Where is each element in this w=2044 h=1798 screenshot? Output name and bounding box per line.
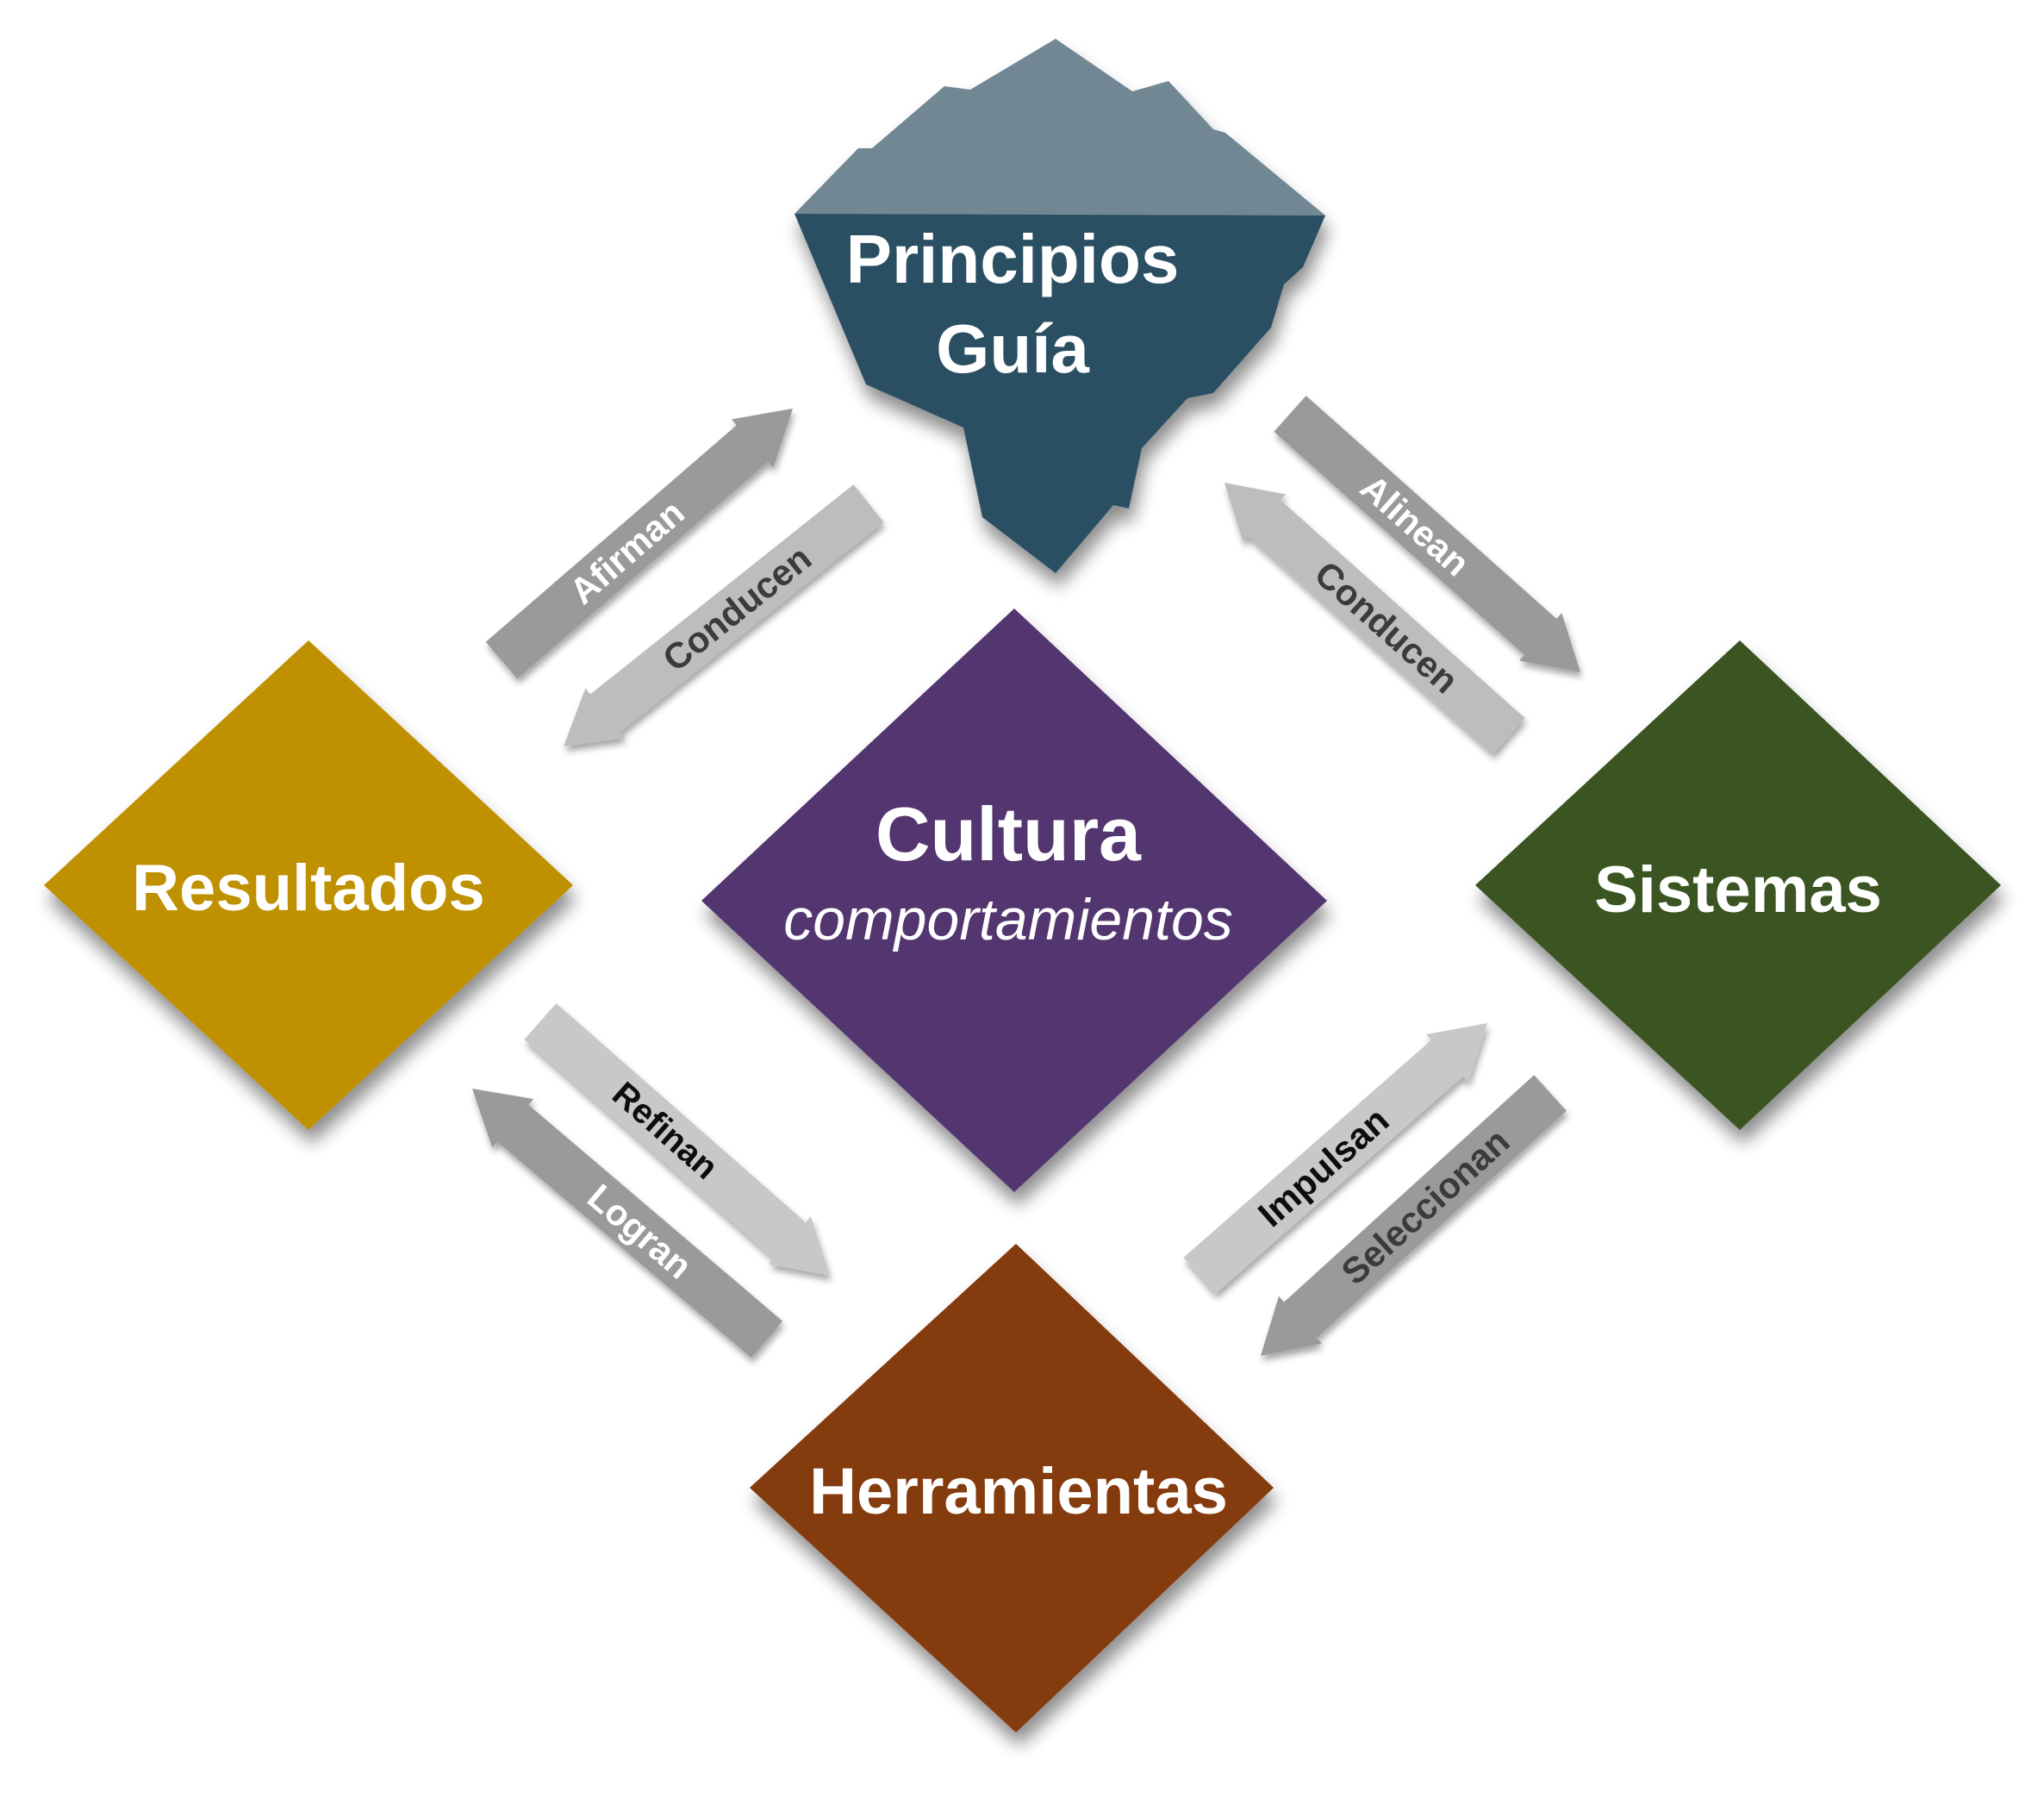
systems-label: Sistemas bbox=[1594, 853, 1882, 927]
arrow-conducen-left: Conducen bbox=[564, 484, 884, 746]
arrow-afirman: Afirman bbox=[485, 409, 793, 679]
culture-subtitle: comportamientos bbox=[783, 887, 1233, 952]
tools-label: Herramientas bbox=[809, 1455, 1228, 1528]
arrow-shape bbox=[1261, 1075, 1567, 1356]
arrow-label: Afirman bbox=[562, 492, 692, 612]
principles-title-line2: Guía bbox=[936, 310, 1089, 387]
systems-diamond bbox=[1475, 640, 2001, 1130]
tools-diamond bbox=[750, 1244, 1274, 1732]
iceberg-top-icon bbox=[795, 39, 1325, 215]
arrow-label: Logran bbox=[580, 1177, 700, 1287]
arrow-shape bbox=[1183, 1023, 1487, 1294]
results-node: Resultados bbox=[44, 640, 573, 1130]
culture-diamond bbox=[701, 609, 1327, 1192]
systems-node: Sistemas bbox=[1475, 640, 2001, 1130]
arrow-shape bbox=[564, 484, 884, 746]
arrow-shape bbox=[1274, 396, 1580, 672]
arrow-shape bbox=[524, 1003, 830, 1276]
arrow-label: Refinan bbox=[605, 1075, 725, 1187]
arrow-conducen-right: Conducen bbox=[1225, 483, 1525, 754]
principles-node: Principios Guía bbox=[795, 39, 1325, 573]
arrow-alinean: Alinean bbox=[1274, 396, 1580, 672]
tools-node: Herramientas bbox=[750, 1244, 1274, 1732]
arrow-label: Alinean bbox=[1353, 466, 1478, 584]
results-label: Resultados bbox=[132, 852, 485, 925]
culture-title: Cultura bbox=[876, 791, 1142, 877]
principles-title-line1: Principios bbox=[846, 221, 1180, 297]
arrow-label: Conducen bbox=[655, 537, 819, 679]
arrow-shape bbox=[472, 1089, 783, 1358]
arrow-shape bbox=[1225, 483, 1525, 754]
results-diamond bbox=[44, 640, 573, 1130]
arrow-label: Impulsan bbox=[1250, 1099, 1397, 1234]
arrow-shape bbox=[485, 409, 793, 679]
arrow-impulsan: Impulsan bbox=[1183, 1023, 1487, 1294]
iceberg-body-icon bbox=[795, 214, 1325, 573]
culture-node: Cultura comportamientos bbox=[701, 609, 1327, 1192]
